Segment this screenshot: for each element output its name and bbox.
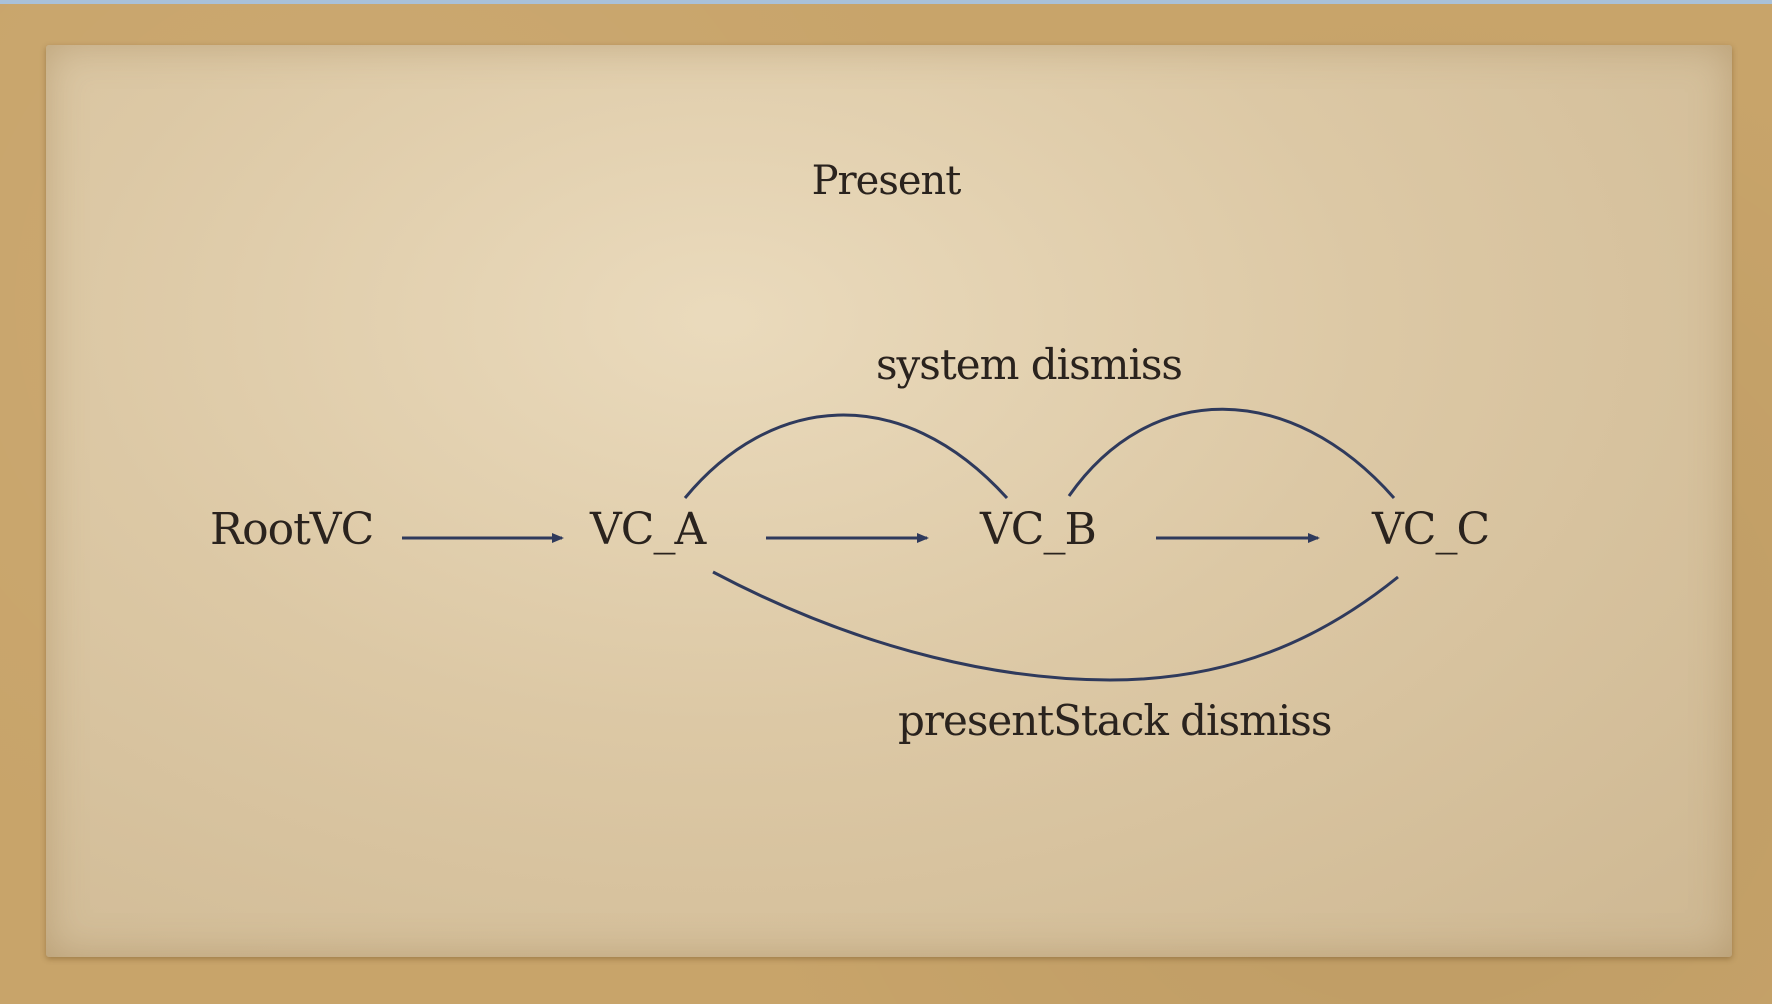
node-vc-c: VC_C [1372, 504, 1490, 555]
curve-a-to-c-bottom [712, 570, 1399, 682]
node-vc-a: VC_A [590, 504, 706, 555]
slide-title: Present [811, 158, 962, 204]
curve-a-to-b-top [683, 413, 1009, 500]
label-present-stack-dismiss: presentStack dismiss [898, 696, 1332, 745]
paper-background [46, 45, 1732, 957]
node-vc-b: VC_B [980, 504, 1097, 555]
curve-b-to-c-top [1067, 407, 1396, 499]
node-root-vc: RootVC [210, 504, 374, 555]
label-system-dismiss: system dismiss [876, 340, 1183, 389]
window-top-strip [0, 0, 1772, 4]
